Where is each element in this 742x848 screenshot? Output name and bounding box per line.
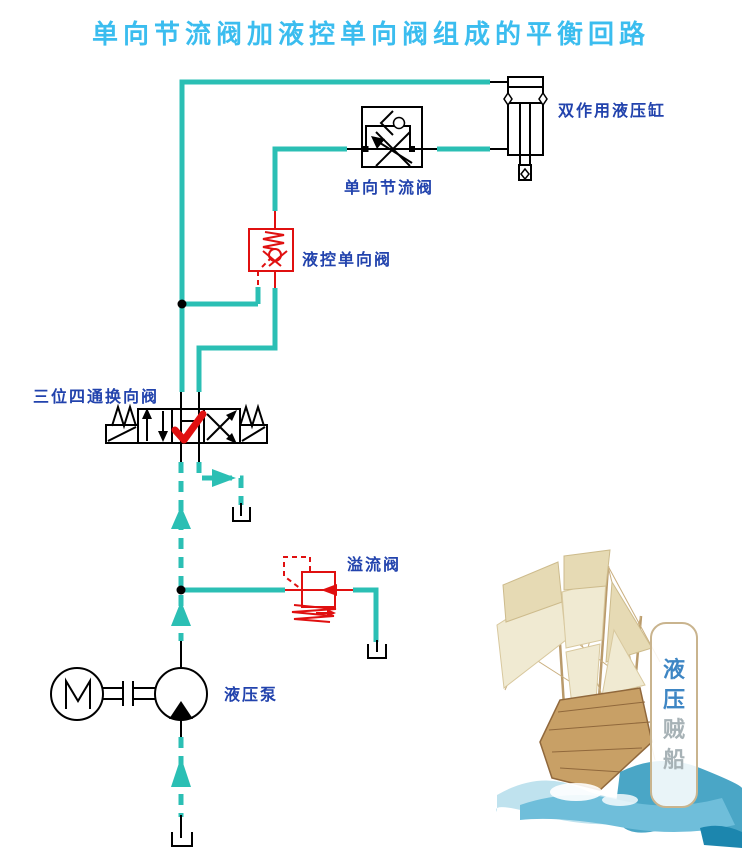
flow-arrow-up-icon — [171, 506, 191, 529]
check-ball-icon — [392, 116, 406, 130]
tank-symbol — [367, 644, 387, 659]
label-directional-valve: 三位四通换向阀 — [33, 389, 160, 406]
directional-valve-symbol — [105, 403, 268, 444]
label-pilot-check-valve: 液控单向阀 — [302, 252, 393, 269]
label-cylinder: 双作用液压缸 — [558, 103, 667, 120]
spring-icon — [111, 403, 137, 430]
junction-dot — [176, 585, 186, 595]
relief-valve-symbol — [283, 556, 353, 623]
junction-dot — [177, 299, 187, 309]
throttle-check-valve-symbol — [361, 106, 423, 168]
ship-banner: 液 压 贼 船 — [650, 622, 698, 808]
banner-char: 压 — [662, 687, 685, 712]
seal-diamond-icon — [520, 167, 530, 181]
active-position-check-icon — [171, 410, 207, 444]
banner-char: 液 — [662, 657, 685, 682]
spring-icon — [291, 604, 337, 623]
sailing-ship-illustration — [496, 549, 742, 848]
banner-char: 贼 — [662, 717, 685, 742]
pump-symbol — [154, 667, 208, 721]
pipe-lines — [171, 79, 490, 817]
page-title: 单向节流阀加液控单向阀组成的平衡回路 — [91, 19, 650, 49]
shaft-coupling-symbol — [103, 681, 155, 706]
flow-arrow-right-icon — [212, 469, 236, 487]
motor-m-glyph — [65, 677, 91, 709]
spring-icon — [239, 403, 265, 430]
pilot-line — [283, 556, 311, 590]
label-relief-valve: 溢流阀 — [347, 557, 402, 574]
seal-diamond-icon — [538, 91, 548, 107]
flow-arrow-up-icon — [171, 601, 191, 626]
label-pump: 液压泵 — [224, 687, 279, 704]
adjust-arrow-icon — [371, 136, 385, 149]
flow-arrow-up-icon — [171, 757, 191, 787]
pump-triangle-icon — [169, 701, 193, 719]
flow-arrow-left-icon — [321, 584, 337, 596]
spring-icon — [262, 231, 285, 251]
pilot-check-valve-symbol — [248, 211, 294, 288]
tank-symbol — [171, 832, 193, 847]
hydraulic-cylinder-symbol — [503, 76, 548, 181]
connector-lines — [180, 81, 508, 838]
motor-symbol — [50, 667, 104, 721]
tank-symbol — [232, 507, 251, 522]
check-seat-icon — [379, 110, 394, 136]
label-throttle-valve: 单向节流阀 — [344, 180, 435, 197]
seal-diamond-icon — [503, 91, 513, 107]
banner-char: 船 — [662, 747, 685, 772]
